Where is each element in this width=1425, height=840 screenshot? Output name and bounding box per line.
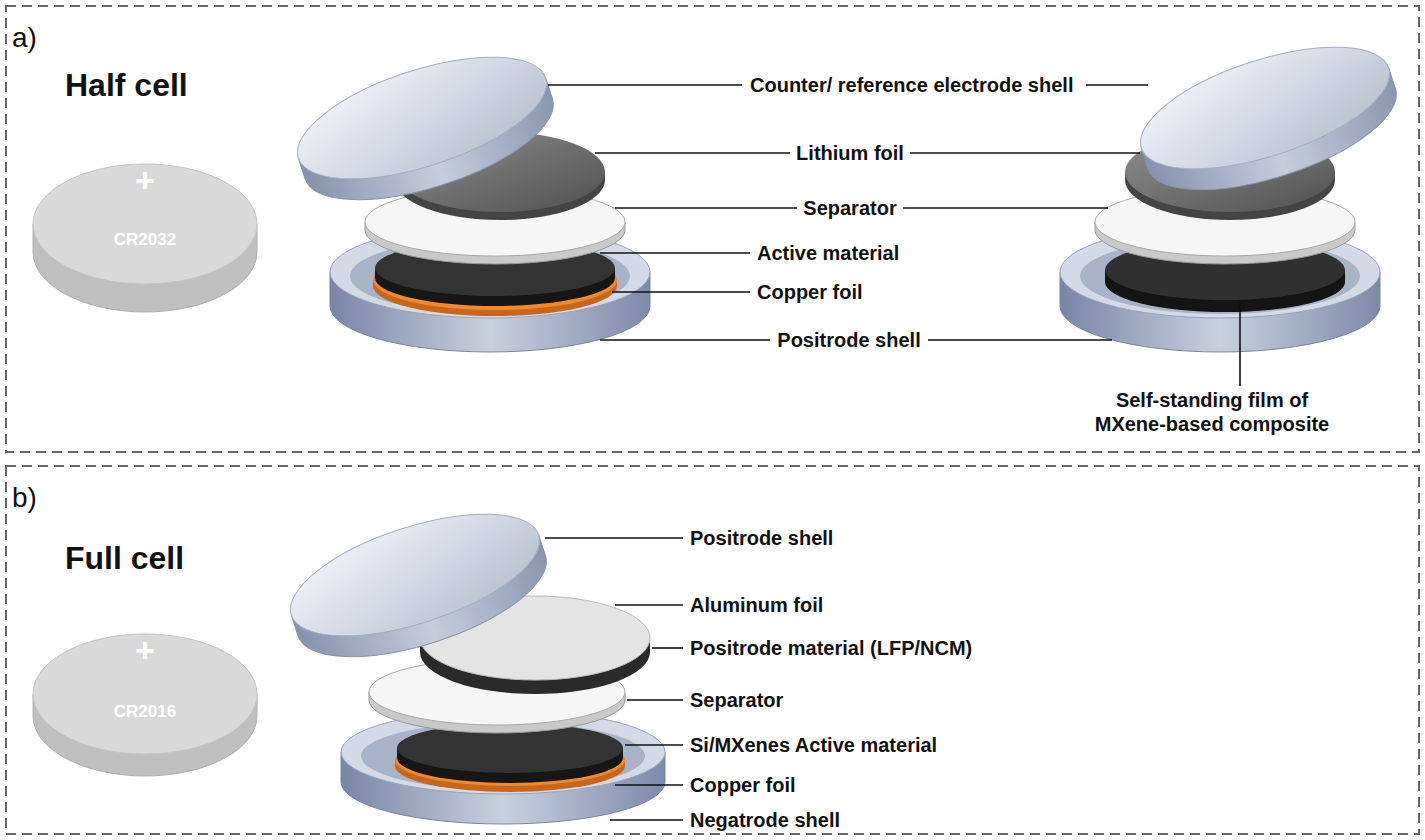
coin-cell: + CR2016 (30, 630, 260, 790)
cap-shell (284, 32, 568, 225)
part-label: Separator (803, 196, 896, 220)
coin-model: CR2032 (114, 230, 176, 250)
part-label: Self-standing film of MXene-based compos… (1087, 388, 1337, 436)
half-cell-film-stack (1060, 22, 1410, 352)
full-cell-stack (277, 489, 665, 824)
cap-shell (277, 489, 561, 682)
part-label: Si/MXenes Active material (690, 733, 937, 757)
panel-heading: Half cell (65, 67, 188, 104)
leader-line (928, 339, 1112, 341)
leader-line (910, 152, 1140, 154)
leader-line (615, 207, 797, 209)
leader-line (600, 339, 770, 341)
leader-line (600, 252, 750, 254)
part-label: Positrode shell (777, 328, 920, 352)
coin-cell: + CR2032 (30, 160, 260, 320)
panel-letter: a) (12, 22, 37, 54)
part-label: Positrode shell (690, 526, 833, 550)
leader-line (625, 744, 683, 746)
leader-line (615, 604, 683, 606)
leader-line (615, 784, 683, 786)
part-label: Lithium foil (796, 141, 904, 165)
polarity-sign: + (135, 631, 155, 670)
cap-top (284, 32, 561, 204)
part-label: Separator (690, 688, 783, 712)
cap-top (1127, 22, 1404, 194)
leader-line (612, 291, 750, 293)
cap-shell (1127, 22, 1411, 215)
cap-top (277, 489, 554, 661)
polarity-sign: + (135, 161, 155, 200)
leader-line (595, 152, 790, 154)
leader-line (545, 537, 683, 539)
coin-model: CR2016 (114, 702, 176, 722)
leader-line (548, 84, 742, 86)
half-cell-stack (284, 32, 650, 352)
leader-line (627, 699, 683, 701)
part-label: Positrode material (LFP/NCM) (690, 636, 972, 660)
part-label: Counter/ reference electrode shell (750, 73, 1073, 97)
panel-letter: b) (12, 482, 37, 514)
panel-heading: Full cell (65, 540, 184, 577)
part-label: Copper foil (757, 280, 863, 304)
leader-line (1086, 84, 1148, 86)
part-label: Active material (757, 241, 899, 265)
leader-line (652, 647, 683, 649)
part-label: Negatrode shell (690, 808, 840, 832)
leader-line (903, 207, 1108, 209)
dashed-border (6, 6, 1419, 452)
part-label: Copper foil (690, 773, 796, 797)
panel-box: a) Half cell + CR2032 (5, 5, 1420, 453)
leader-line (1239, 300, 1241, 386)
leader-line (610, 819, 683, 821)
dashed-border (6, 466, 1419, 834)
part-label: Aluminum foil (690, 593, 823, 617)
